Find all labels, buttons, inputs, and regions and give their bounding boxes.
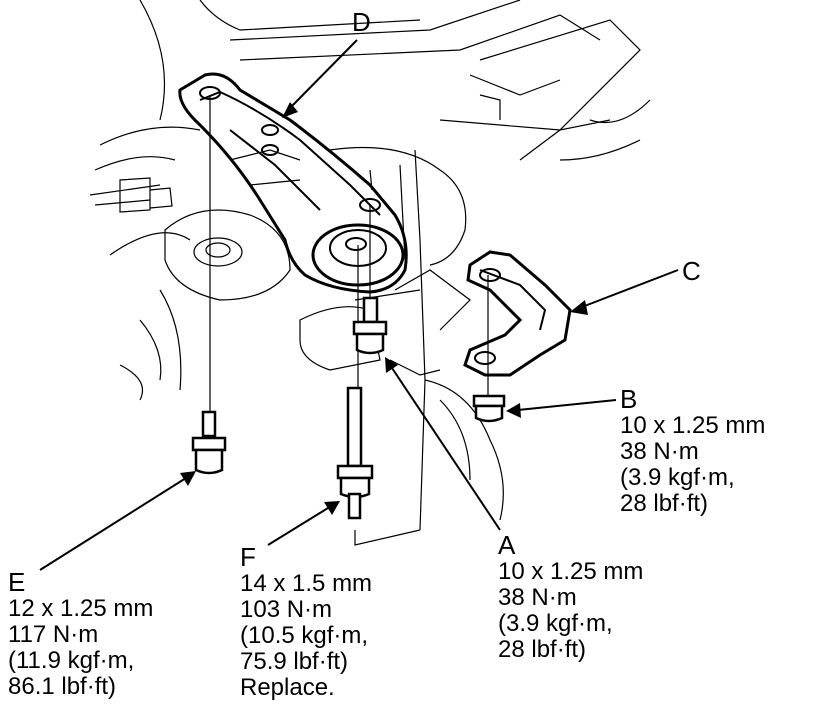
center-lines (209, 95, 489, 415)
leader-e (39, 477, 187, 571)
callout-a-size: 10 x 1.25 mm (498, 558, 644, 585)
callout-e-kgf: (11.9 kgf·m, (8, 647, 135, 674)
callout-b-size: 10 x 1.25 mm (620, 412, 766, 439)
leader-d (289, 39, 358, 109)
callout-d-letter: D (352, 7, 371, 37)
body-structure (89, 0, 651, 546)
callout-a-torque: 38 N·m (498, 584, 577, 611)
bolt-a (352, 296, 388, 355)
callout-b-letter: B (620, 384, 638, 414)
callout-e-lbf: 86.1 lbf·ft) (8, 673, 117, 700)
callout-f: F 14 x 1.5 mm 103 N·m (10.5 kgf·m, 75.9 … (240, 543, 372, 701)
callout-f-size: 14 x 1.5 mm (240, 570, 373, 597)
callout-b: B 10 x 1.25 mm 38 N·m (3.9 kgf·m, 28 lbf… (620, 385, 765, 517)
callout-f-letter: F (240, 542, 256, 572)
callout-e-size: 12 x 1.25 mm (8, 595, 154, 622)
callout-e: E 12 x 1.25 mm 117 N·m (11.9 kgf·m, 86.1… (8, 568, 153, 700)
callout-a-letter: A (498, 530, 516, 560)
bracket-c (463, 250, 572, 377)
callout-b-kgf: (3.9 kgf·m, (620, 464, 735, 491)
callout-f-note: Replace. (240, 674, 335, 701)
callout-e-letter: E (8, 567, 26, 597)
bolt-e (191, 410, 227, 475)
callout-b-torque: 38 N·m (620, 438, 699, 465)
nut-b (472, 394, 506, 423)
callout-c: C (682, 257, 701, 285)
leader-f (267, 507, 329, 546)
callout-f-kgf: (10.5 kgf·m, (240, 622, 369, 649)
callout-c-letter: C (682, 256, 701, 286)
callout-a: A 10 x 1.25 mm 38 N·m (3.9 kgf·m, 28 lbf… (498, 531, 643, 663)
callout-f-torque: 103 N·m (240, 596, 333, 623)
callout-e-torque: 117 N·m (8, 621, 99, 648)
bolt-f (336, 386, 374, 520)
leader-c (581, 269, 679, 308)
leader-b (517, 399, 617, 411)
callout-f-lbf: 75.9 lbf·ft) (240, 648, 349, 675)
leader-a (391, 367, 501, 531)
callout-d: D (352, 8, 371, 36)
leader-lines (39, 39, 679, 571)
callout-a-kgf: (3.9 kgf·m, (498, 610, 613, 637)
callout-a-lbf: 28 lbf·ft) (498, 636, 587, 663)
callout-b-lbf: 28 lbf·ft) (620, 490, 709, 517)
